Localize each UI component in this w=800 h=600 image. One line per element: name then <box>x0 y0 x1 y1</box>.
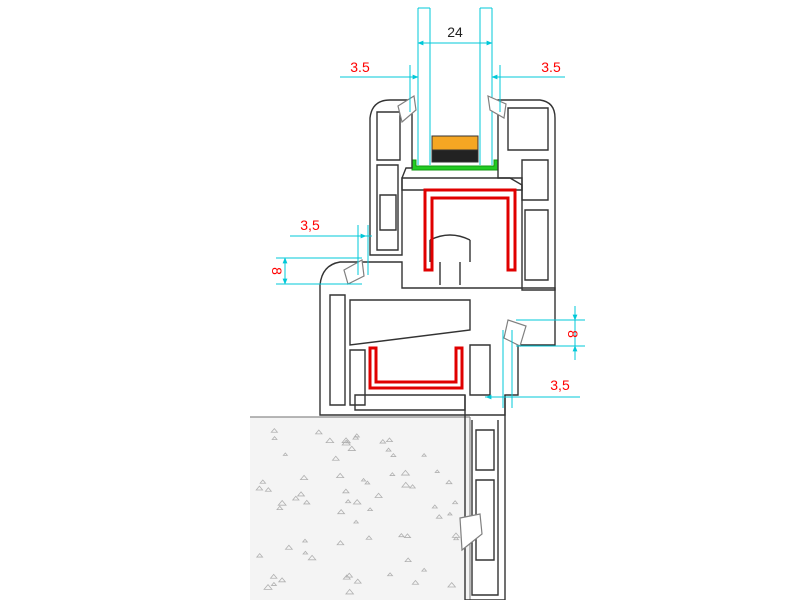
concrete-speckle <box>364 480 371 485</box>
dimension-labels: 24 3.5 3.5 3,5 8 8 3,5 <box>269 24 581 393</box>
concrete-speckle <box>451 500 459 505</box>
steel-reinforcement <box>368 188 517 390</box>
concrete-speckle <box>411 579 420 585</box>
dim-sash-gap-left: 8 <box>269 267 285 275</box>
concrete-speckle <box>307 554 317 561</box>
concrete-speckle <box>255 485 264 491</box>
concrete-speckle <box>374 492 383 498</box>
concrete-speckle <box>336 540 345 546</box>
concrete-speckle <box>263 584 273 590</box>
concrete-speckle <box>446 511 453 516</box>
dim-frame-overlap: 3,5 <box>550 377 570 393</box>
concrete-speckle <box>345 572 354 578</box>
concrete-speckle <box>389 472 396 476</box>
concrete-speckle <box>342 574 352 580</box>
glazing-seal <box>411 159 499 171</box>
concrete-speckle <box>296 491 306 497</box>
concrete-speckle <box>403 533 412 538</box>
concrete-speckle <box>352 519 360 524</box>
concrete-speckle <box>447 581 457 588</box>
concrete-speckle <box>445 479 453 485</box>
concrete-speckle <box>347 445 357 451</box>
frame-profile <box>319 234 556 600</box>
dim-glass-thickness: 24 <box>447 24 463 40</box>
concrete-speckle <box>365 535 373 540</box>
gasket-frame-right <box>503 319 527 347</box>
concrete-speckle <box>409 484 417 489</box>
concrete-speckle <box>341 437 351 443</box>
concrete-speckle <box>434 469 441 473</box>
gasket-sash-left <box>343 259 365 285</box>
spacer-butyl <box>431 149 479 163</box>
concrete-speckle <box>341 488 350 494</box>
concrete-speckle <box>353 578 362 584</box>
concrete-speckle <box>404 557 412 563</box>
dimension-lines <box>276 40 585 408</box>
frame-reinforcement <box>368 346 464 390</box>
concrete-speckle <box>400 469 411 476</box>
concrete-speckle <box>379 439 387 444</box>
concrete-speckle <box>385 437 394 443</box>
concrete-speckle <box>452 536 460 541</box>
spacer-desiccant <box>431 135 479 151</box>
concrete-speckle <box>331 455 340 461</box>
gaskets <box>343 95 527 552</box>
glass-pane <box>417 7 493 165</box>
concrete-speckle <box>270 427 279 433</box>
concrete-speckle <box>284 544 294 550</box>
concrete-speckle <box>276 505 284 511</box>
concrete-speckle <box>259 479 267 484</box>
concrete-speckle <box>345 588 355 595</box>
concrete-speckle <box>282 452 289 456</box>
concrete-speckle <box>255 552 264 558</box>
concrete-speckle <box>314 429 323 435</box>
concrete-speckle <box>277 499 287 506</box>
concrete-speckle <box>421 453 428 457</box>
concrete-speckle <box>435 514 443 519</box>
concrete-speckle <box>431 504 439 509</box>
concrete-speckle <box>299 474 309 481</box>
concrete-speckle <box>352 435 360 440</box>
concrete-speckle <box>401 481 411 488</box>
concrete-speckle <box>398 533 405 538</box>
concrete-speckle <box>277 577 287 583</box>
dim-frame-gap-right: 8 <box>565 330 581 338</box>
concrete-speckle <box>421 567 428 572</box>
concrete-speckle <box>271 435 278 440</box>
glass-spacer <box>411 135 499 171</box>
concrete-speckle <box>335 472 345 479</box>
gasket-glass-left <box>397 95 417 124</box>
concrete-speckle <box>325 437 335 444</box>
concrete-speckle <box>352 498 362 505</box>
concrete-speckle <box>291 495 300 501</box>
concrete-speckle <box>336 508 346 515</box>
dim-sash-overlap: 3,5 <box>300 217 320 233</box>
concrete-wall <box>250 416 471 600</box>
gasket-wall <box>459 513 483 552</box>
concrete-speckle <box>366 507 374 512</box>
concrete-speckle <box>264 487 273 492</box>
concrete-speckle <box>344 499 352 504</box>
sash-reinforcement <box>423 188 517 272</box>
concrete-speckle <box>301 538 309 543</box>
concrete-speckle <box>270 581 278 586</box>
dim-glass-rebate-right: 3.5 <box>541 59 561 75</box>
concrete-speckle <box>269 573 278 579</box>
concrete-speckle <box>360 477 367 482</box>
sash-profile <box>369 99 556 291</box>
dim-glass-rebate-left: 3.5 <box>350 59 370 75</box>
concrete-speckle <box>302 499 311 505</box>
concrete-speckle <box>390 453 397 457</box>
concrete-speckle <box>302 550 309 555</box>
concrete-speckle <box>386 572 394 577</box>
concrete-speckle <box>385 447 392 452</box>
concrete-speckles <box>255 427 461 595</box>
concrete-block <box>250 417 470 600</box>
